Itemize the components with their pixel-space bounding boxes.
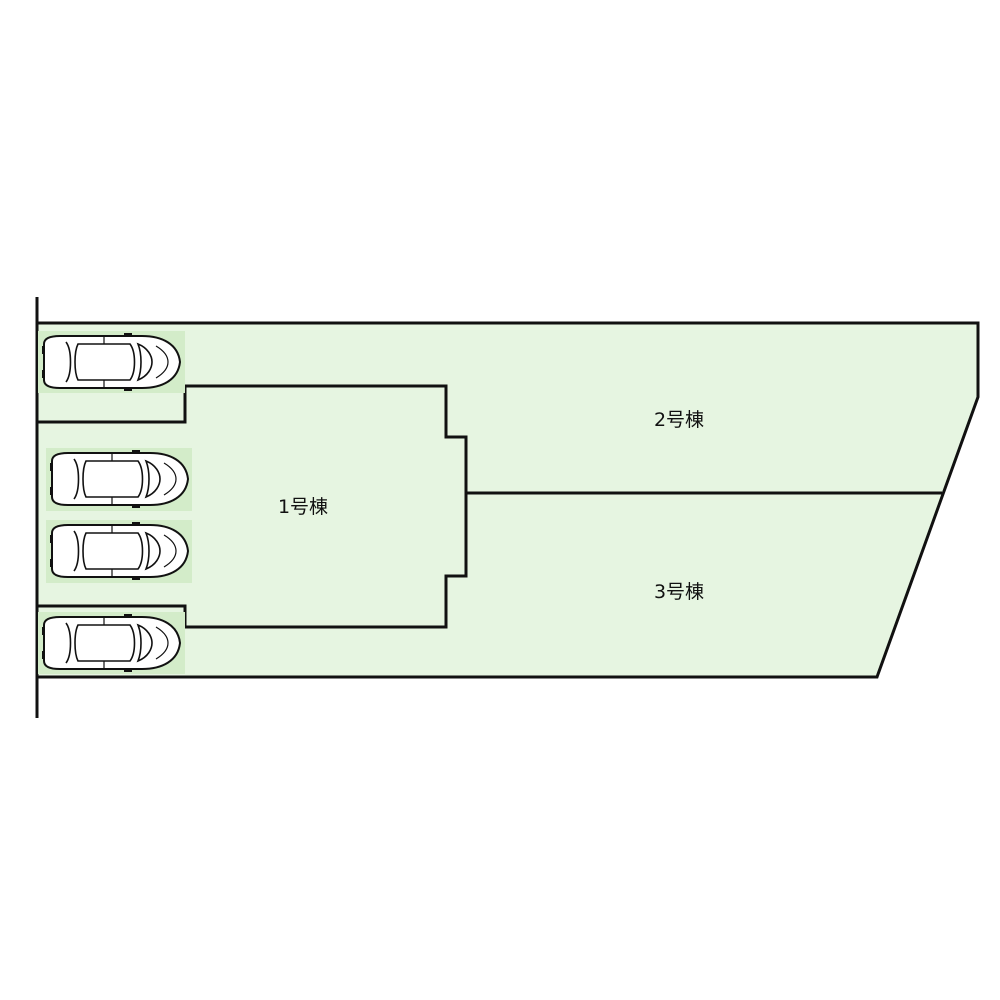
car-icon (49, 521, 189, 581)
car-icon (49, 449, 189, 509)
lot-2-label: 2号棟 (654, 409, 704, 431)
lot-3-label: 3号棟 (654, 581, 704, 603)
car-icon (41, 332, 181, 392)
lot-1-label: 1号棟 (278, 496, 328, 518)
car-icon (41, 613, 181, 673)
parked-cars (41, 332, 189, 673)
